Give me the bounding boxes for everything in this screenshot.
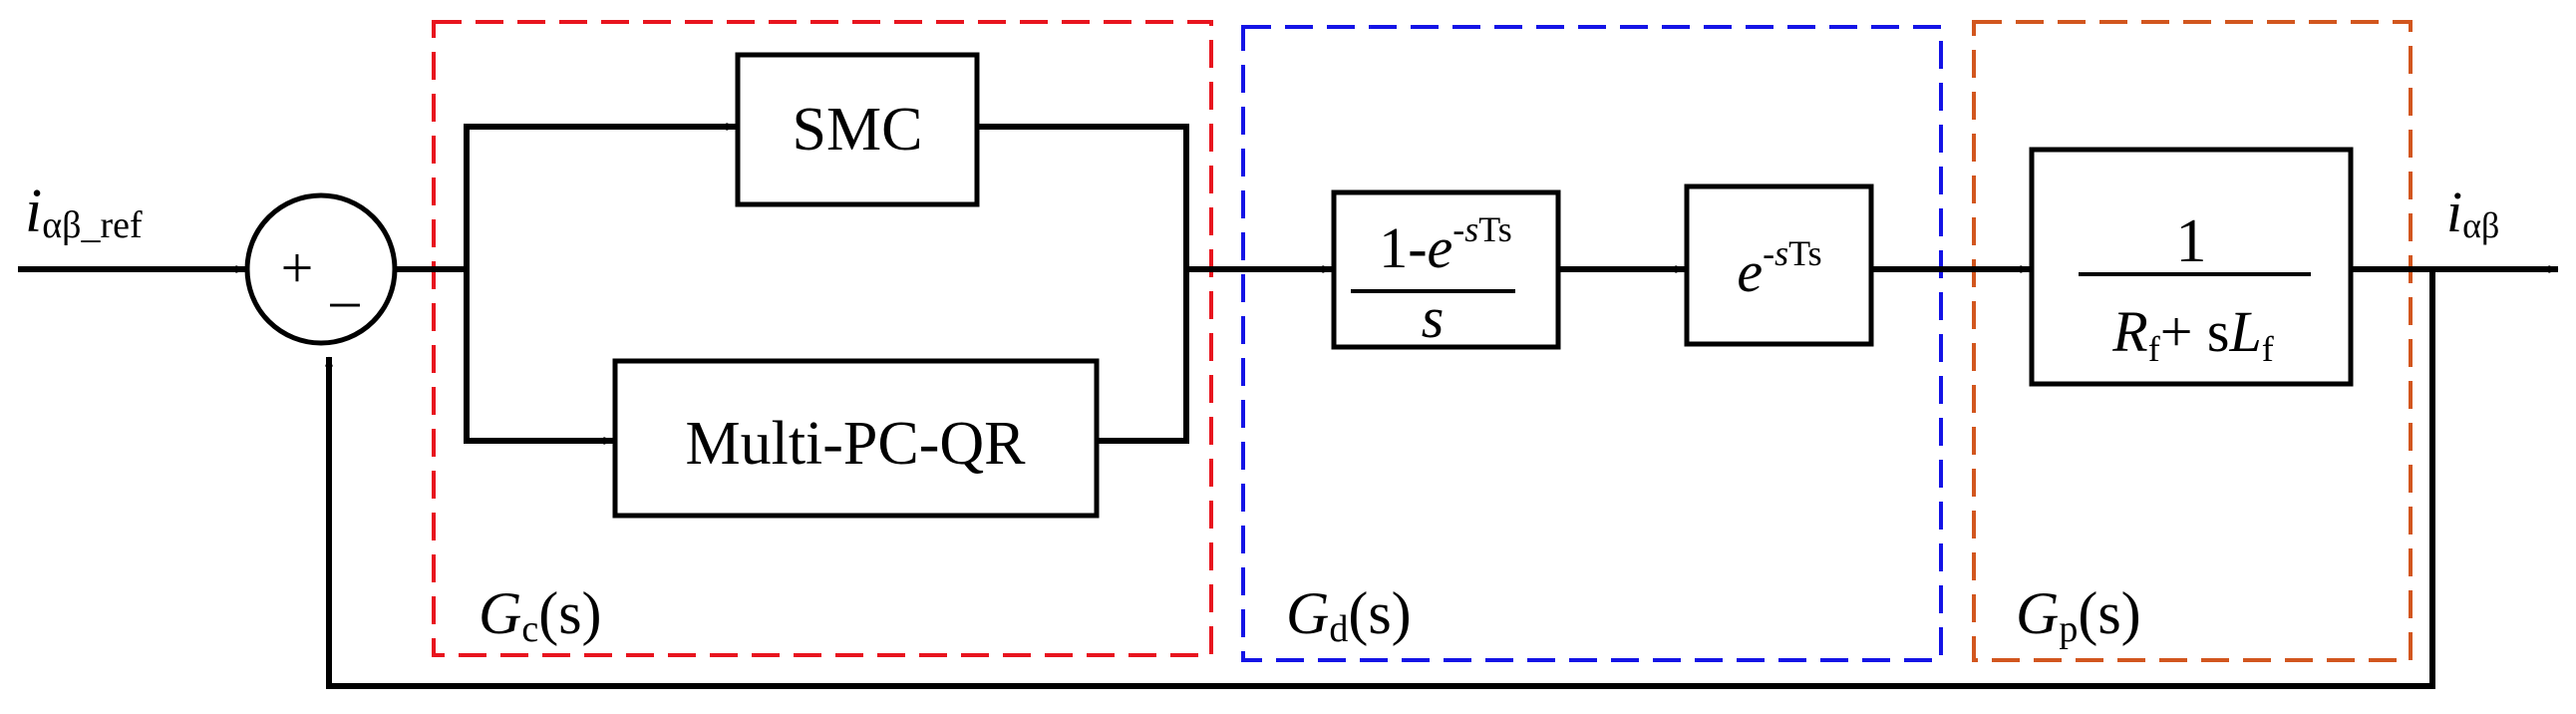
plant-block — [2029, 147, 2354, 387]
split-to-pcqr-line — [464, 269, 614, 445]
delay-block — [1684, 183, 1874, 347]
junction-plus-sign: + — [281, 235, 314, 300]
split-to-smc-line — [464, 123, 737, 269]
pcqr-to-merge-line — [1097, 269, 1189, 444]
plant-numerator: 1 — [2176, 207, 2207, 275]
plant-denominator: Rf+ sLf — [2111, 299, 2273, 369]
zoh-denominator: s — [1422, 285, 1445, 350]
controller-group-label: Gc(s) — [479, 580, 602, 650]
junction-minus-sign: _ — [330, 247, 361, 312]
smc-to-merge-line — [977, 124, 1189, 269]
smc-label: SMC — [793, 96, 923, 164]
zoh-numerator: 1-e-sTs — [1379, 209, 1512, 280]
plant-group-box — [1972, 20, 2413, 662]
multi-pc-qr-label: Multi-PC-QR — [685, 410, 1026, 478]
feedback-line — [325, 269, 2435, 689]
plant-group-label: Gp(s) — [2016, 580, 2141, 650]
controller-group-box — [432, 20, 1213, 657]
delay-group-box — [1241, 25, 1943, 662]
input-signal-label: iαβ_ref — [25, 178, 143, 246]
output-signal-label: iαβ — [2446, 179, 2499, 245]
delay-label: e-sTs — [1737, 233, 1821, 304]
delay-group-label: Gd(s) — [1286, 580, 1412, 650]
multi-pc-qr-block — [612, 358, 1100, 519]
smc-block — [735, 52, 980, 207]
zoh-block — [1331, 189, 1561, 350]
summing-junction — [244, 192, 398, 346]
